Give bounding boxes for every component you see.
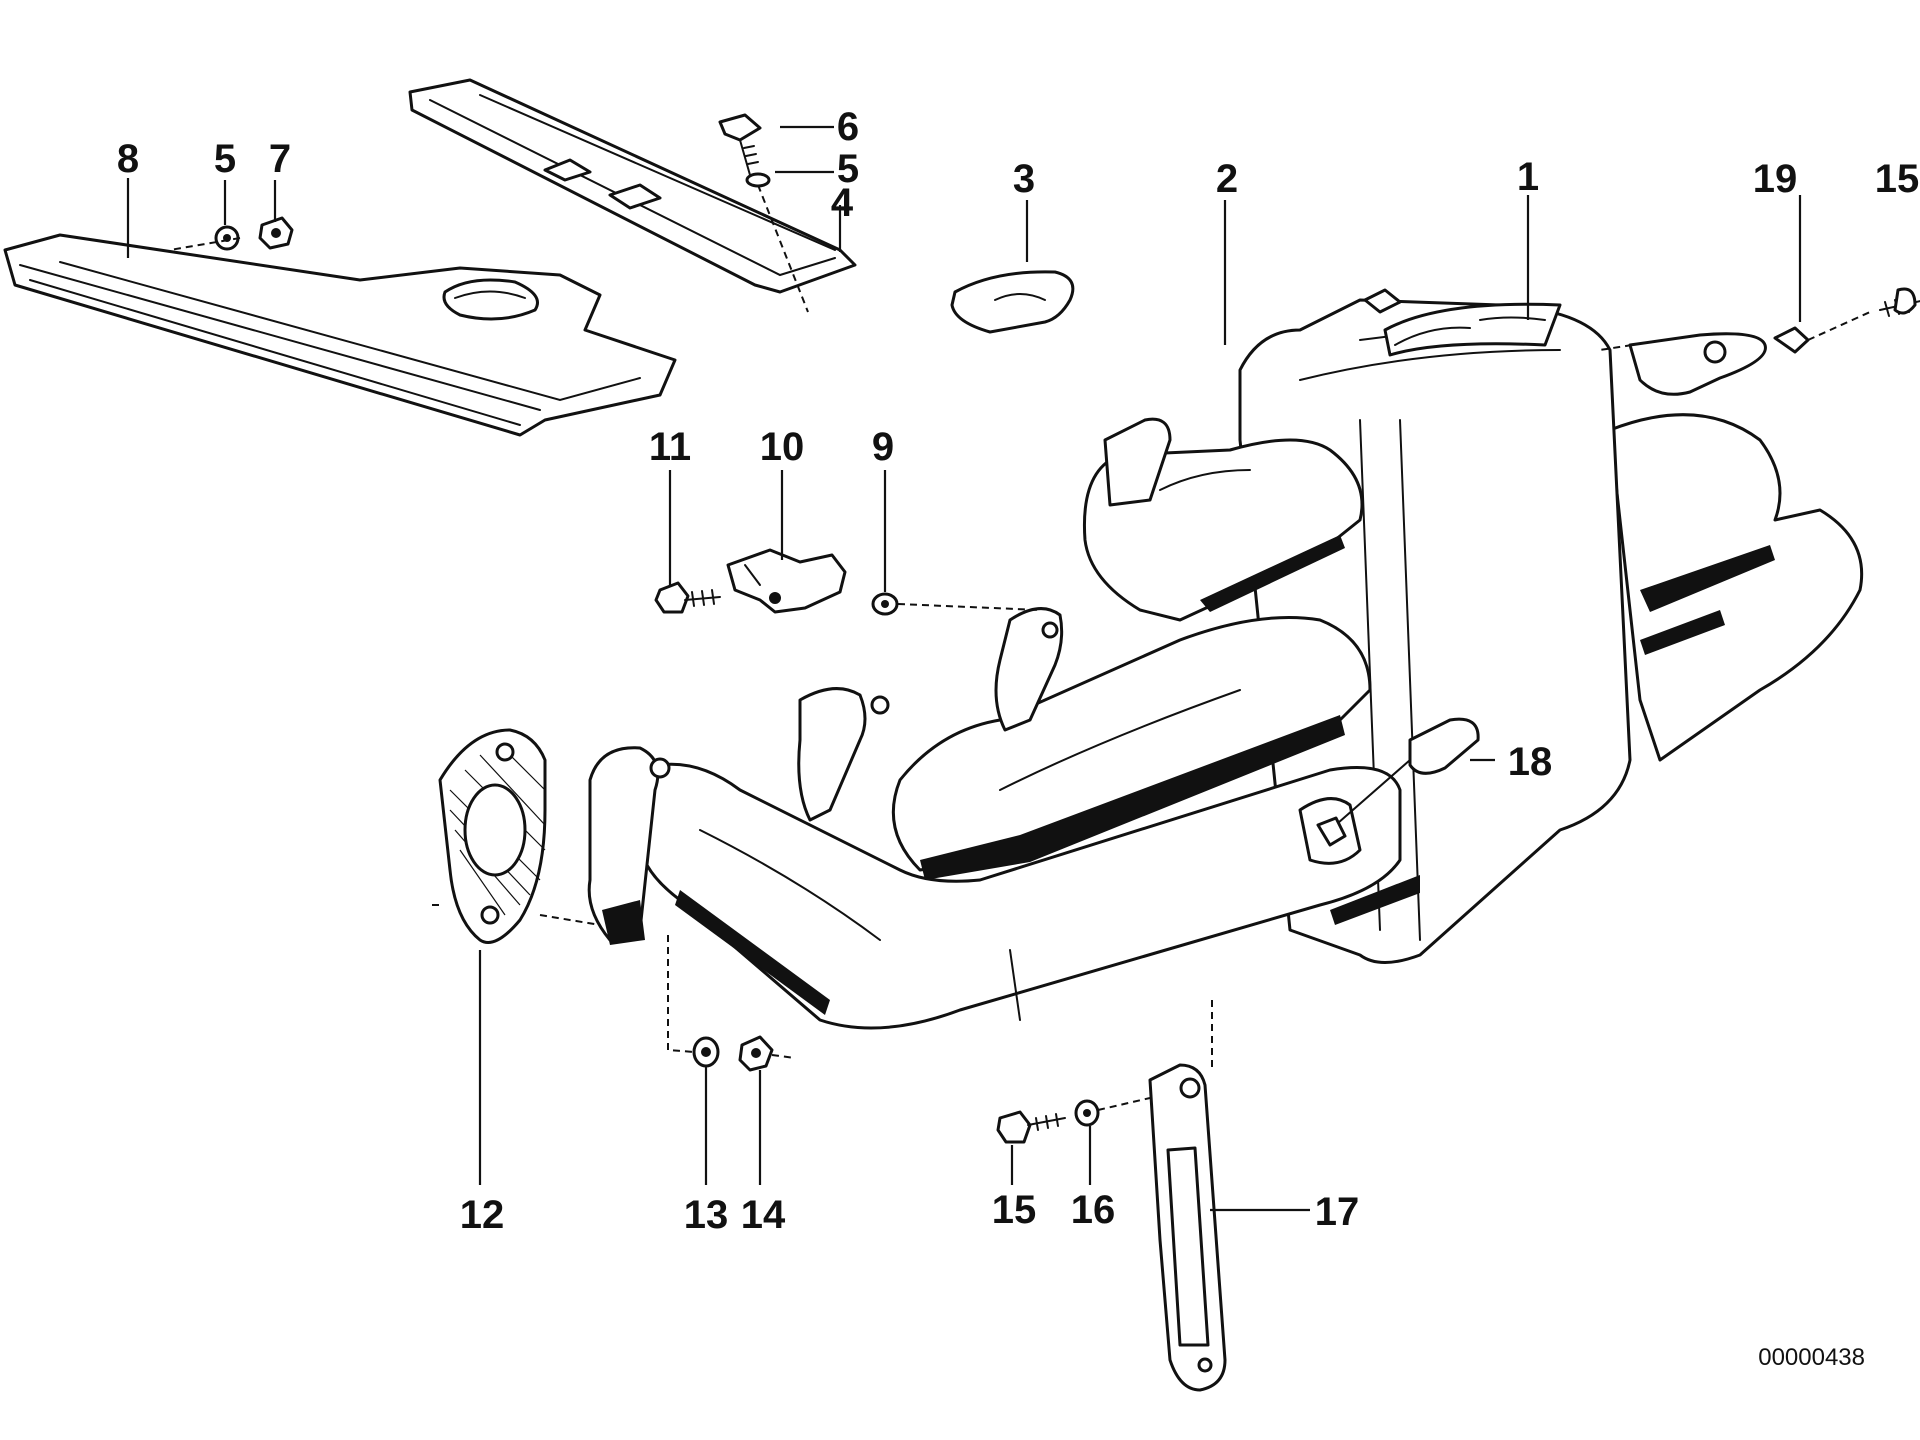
part-12-gasket bbox=[438, 728, 547, 944]
callout-4: 4 bbox=[831, 181, 854, 225]
part-4-heat-shield bbox=[408, 78, 857, 294]
callout-3: 3 bbox=[1013, 157, 1035, 201]
part-10-sensor bbox=[726, 548, 847, 614]
callout-15-bottom: 15 bbox=[992, 1188, 1037, 1232]
part-8-heat-shield bbox=[3, 233, 677, 437]
callout-6: 6 bbox=[837, 105, 859, 149]
part-18-plug bbox=[1316, 717, 1480, 847]
callout-8: 8 bbox=[117, 137, 139, 181]
callout-10: 10 bbox=[760, 425, 805, 469]
callout-17: 17 bbox=[1315, 1190, 1360, 1234]
callout-14: 14 bbox=[741, 1193, 786, 1237]
part-14-nut bbox=[738, 1035, 774, 1072]
part-1-exhaust-manifold bbox=[587, 288, 1864, 1030]
part-9-washer bbox=[871, 592, 899, 616]
callout-13: 13 bbox=[684, 1193, 729, 1237]
part-15-bolt-bottom bbox=[996, 1110, 1066, 1144]
callout-19: 19 bbox=[1753, 157, 1798, 201]
callout-2: 2 bbox=[1216, 157, 1238, 201]
callout-18: 18 bbox=[1508, 740, 1553, 784]
callout-1: 1 bbox=[1517, 155, 1539, 199]
part-15-bolt-top bbox=[1879, 287, 1920, 317]
callout-5-top: 5 bbox=[837, 147, 859, 191]
callout-5-left: 5 bbox=[214, 137, 236, 181]
part-13-washer bbox=[692, 1036, 720, 1068]
part-6-bolt bbox=[718, 113, 762, 176]
part-19-bracket bbox=[1628, 326, 1810, 396]
part-17-bracket bbox=[1148, 1063, 1227, 1392]
callout-9: 9 bbox=[872, 425, 894, 469]
callout-12: 12 bbox=[460, 1193, 505, 1237]
part-16-washer bbox=[1074, 1099, 1100, 1127]
callout-16: 16 bbox=[1071, 1188, 1116, 1232]
callout-15-top: 15 bbox=[1875, 157, 1920, 201]
part-7-nut bbox=[258, 216, 294, 250]
callout-11: 11 bbox=[649, 425, 691, 469]
part-11-bolt bbox=[654, 581, 721, 614]
document-id: 00000438 bbox=[1758, 1344, 1865, 1371]
part-5-washer-top bbox=[745, 172, 771, 188]
callout-labels: 1 2 3 4 5 6 5 7 8 11 10 9 18 19 15 12 13… bbox=[117, 105, 1919, 1237]
leader-lines bbox=[126, 125, 1871, 1212]
part-3-cap bbox=[950, 270, 1075, 334]
callout-7: 7 bbox=[269, 137, 291, 181]
